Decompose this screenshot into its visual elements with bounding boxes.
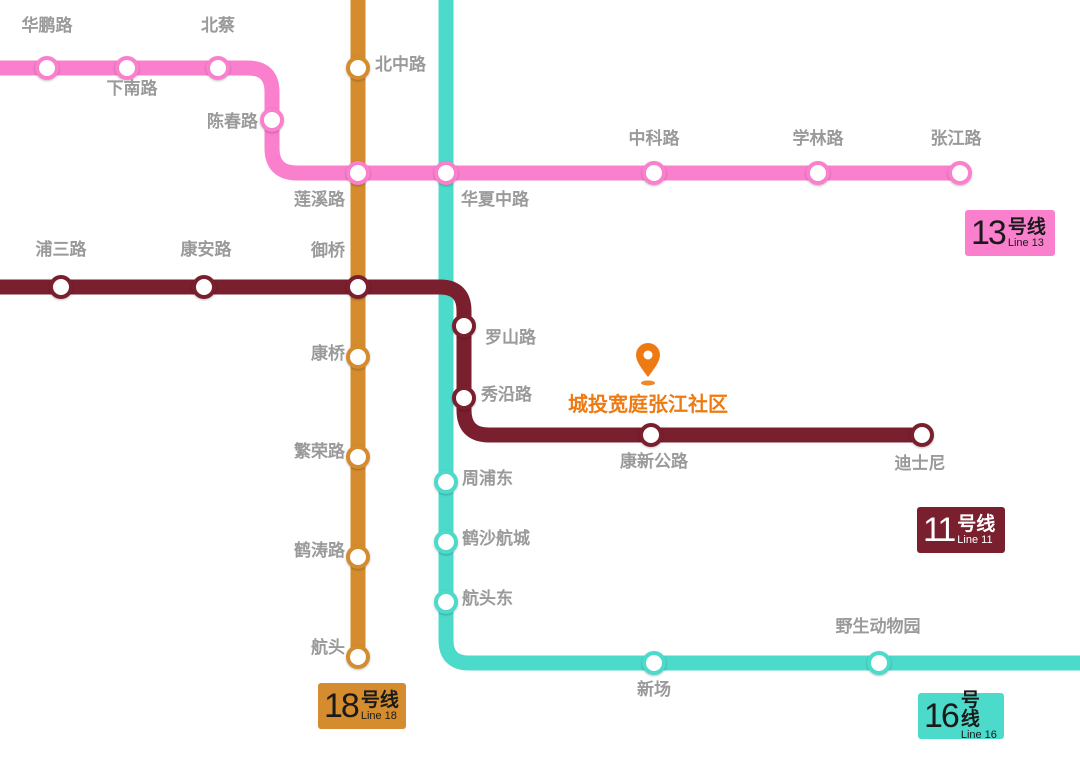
line-badge-number: 11 xyxy=(923,511,956,549)
poi-label: 城投宽庭张江社区 xyxy=(568,392,728,416)
station-label: 航头东 xyxy=(462,588,513,609)
station-label: 野生动物园 xyxy=(836,616,921,637)
station-label: 康新公路 xyxy=(620,451,689,472)
line-badge-english: Line 11 xyxy=(957,533,993,546)
poi-marker[interactable]: 城投宽庭张江社区 xyxy=(568,343,728,416)
station-label: 华夏中路 xyxy=(461,189,530,210)
station-marker[interactable] xyxy=(452,314,476,338)
station-label: 浦三路 xyxy=(36,239,88,260)
station-label: 鹤涛路 xyxy=(294,540,346,561)
line-badge-chinese: 号线 xyxy=(957,512,996,535)
station-label: 罗山路 xyxy=(485,327,537,348)
station-marker[interactable] xyxy=(192,275,216,299)
line-badge-chinese: 号线 xyxy=(1007,215,1046,238)
station-marker[interactable] xyxy=(346,645,370,669)
location-pin-icon xyxy=(636,343,660,377)
station-marker[interactable] xyxy=(642,651,666,675)
station-marker[interactable] xyxy=(434,161,458,185)
station-label: 康桥 xyxy=(311,343,346,364)
station-label: 北蔡 xyxy=(201,16,235,36)
poi-shadow xyxy=(641,380,655,386)
station-marker[interactable] xyxy=(434,530,458,554)
station-label: 陈春路 xyxy=(207,111,259,132)
line-badge-english: Line 18 xyxy=(360,709,397,722)
line-badge-chinese: 号线 xyxy=(360,688,399,711)
station-markers xyxy=(35,56,972,675)
line-11-track xyxy=(0,279,922,443)
station-label: 御桥 xyxy=(310,240,346,261)
line-badge-number: 18 xyxy=(324,687,360,725)
station-label: 莲溪路 xyxy=(294,189,346,210)
station-marker[interactable] xyxy=(260,108,284,132)
station-label: 新场 xyxy=(637,679,671,700)
station-marker[interactable] xyxy=(346,445,370,469)
station-marker[interactable] xyxy=(452,386,476,410)
station-marker[interactable] xyxy=(642,161,666,185)
station-marker[interactable] xyxy=(639,423,663,447)
station-label: 迪士尼 xyxy=(895,453,946,474)
station-marker[interactable] xyxy=(806,161,830,185)
station-label: 中科路 xyxy=(629,128,681,149)
line-badge-english: Line 16 xyxy=(960,729,997,741)
line-badge-number: 16 xyxy=(924,697,960,735)
station-label: 张江路 xyxy=(931,128,983,149)
line-badge-number: 13 xyxy=(971,214,1007,252)
station-label: 康安路 xyxy=(181,239,233,260)
station-marker[interactable] xyxy=(346,545,370,569)
station-marker[interactable] xyxy=(910,423,934,447)
station-label: 北中路 xyxy=(375,54,427,75)
station-marker[interactable] xyxy=(35,56,59,80)
station-marker[interactable] xyxy=(346,275,370,299)
station-marker[interactable] xyxy=(867,651,891,675)
line-badge-english: Line 13 xyxy=(1007,236,1044,249)
station-label: 航头 xyxy=(311,637,345,658)
station-marker[interactable] xyxy=(434,590,458,614)
line-16-track xyxy=(438,0,1080,671)
station-label: 学林路 xyxy=(793,128,845,149)
station-label: 鹤沙航城 xyxy=(462,528,530,549)
station-marker[interactable] xyxy=(206,56,230,80)
station-label: 华鹏路 xyxy=(22,15,74,36)
station-marker[interactable] xyxy=(49,275,73,299)
station-label: 繁荣路 xyxy=(293,441,346,462)
station-marker[interactable] xyxy=(346,345,370,369)
station-label: 下南路 xyxy=(107,78,159,99)
station-marker[interactable] xyxy=(346,56,370,80)
station-labels: 华鹏路 下南路 北蔡 陈春路 莲溪路 华夏中路 中科路 学林路 张江路 北中路 … xyxy=(22,15,983,700)
station-marker[interactable] xyxy=(434,470,458,494)
station-marker[interactable] xyxy=(115,56,139,80)
location-pin-hole xyxy=(643,350,653,360)
station-marker[interactable] xyxy=(346,161,370,185)
station-marker[interactable] xyxy=(948,161,972,185)
line-badge-chinese: 号线 xyxy=(960,689,980,730)
station-label: 秀沿路 xyxy=(480,384,533,405)
station-label: 周浦东 xyxy=(462,468,513,489)
